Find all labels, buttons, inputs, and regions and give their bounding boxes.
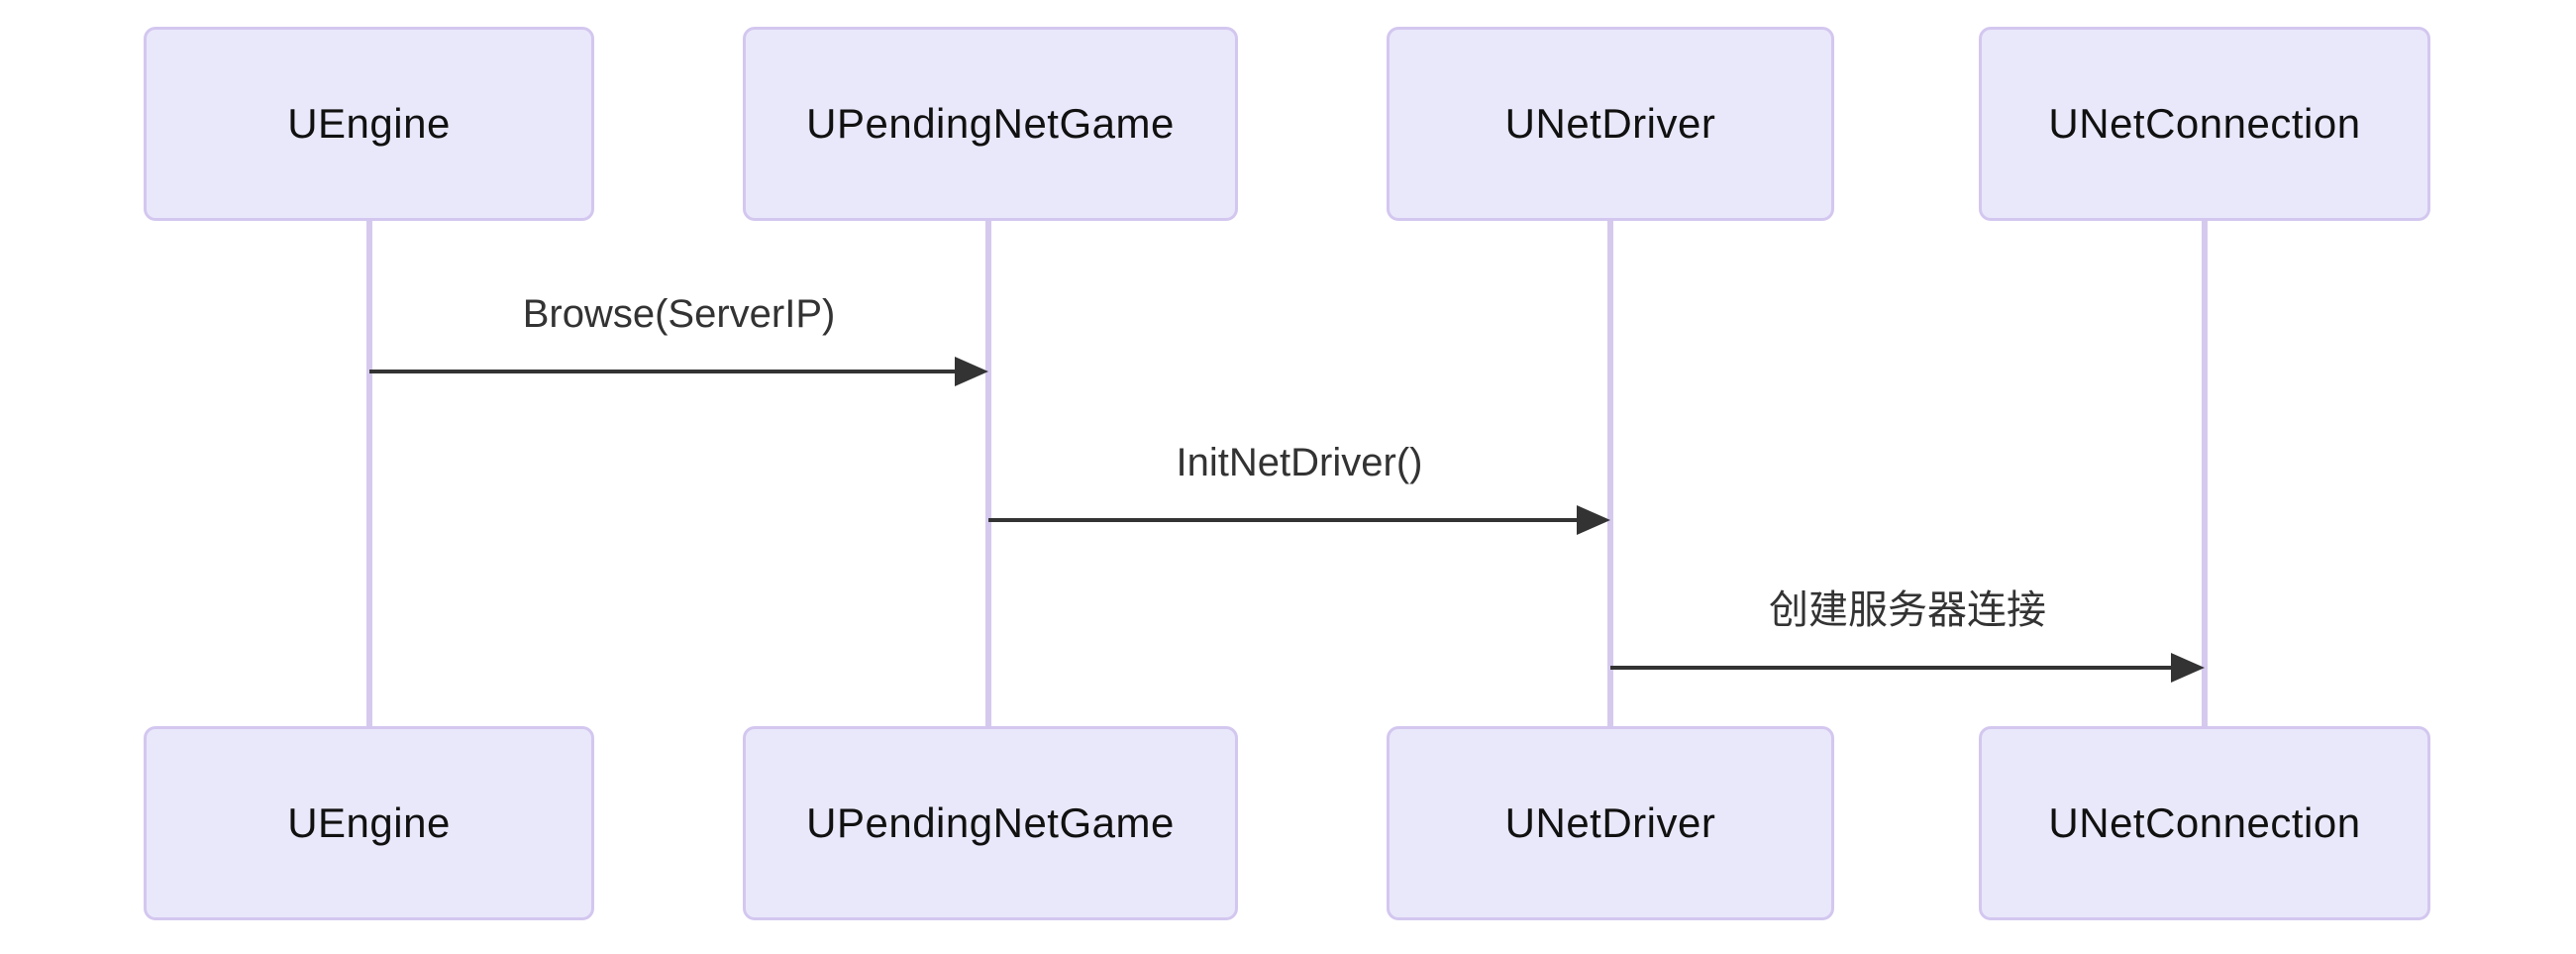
lifeline-unetdriver [1607,221,1613,726]
message-label-browse-serverip: Browse(ServerIP) [522,292,836,336]
message-arrow-create-server-connection [1610,653,2205,683]
arrow-shaft [988,518,1583,522]
actor-bottom-unetdriver: UNetDriver [1387,726,1834,920]
message-label-create-server-connection: 创建服务器连接 [1769,588,2046,632]
message-arrow-initnetdriver [988,505,1610,535]
actor-bottom-unetconnection: UNetConnection [1979,726,2430,920]
actor-top-unetconnection: UNetConnection [1979,27,2430,221]
arrowhead-icon [955,357,988,386]
actor-label: UPendingNetGame [806,799,1175,846]
actor-top-uengine: UEngine [144,27,594,221]
actor-label: UNetDriver [1504,100,1716,147]
actor-label: UNetConnection [2048,100,2361,147]
lifeline-unetconnection [2202,221,2208,726]
actor-label: UPendingNetGame [806,100,1175,147]
arrow-shaft [369,370,961,373]
actor-top-upendingnetgame: UPendingNetGame [743,27,1238,221]
lifeline-upendingnetgame [985,221,991,726]
actor-label: UEngine [287,799,451,846]
actor-label: UEngine [287,100,451,147]
arrow-shaft [1610,666,2177,670]
arrowhead-icon [1577,505,1610,535]
actor-top-unetdriver: UNetDriver [1387,27,1834,221]
message-arrow-browse-serverip [369,357,988,386]
actor-bottom-upendingnetgame: UPendingNetGame [743,726,1238,920]
lifeline-uengine [366,221,372,726]
actor-bottom-uengine: UEngine [144,726,594,920]
actor-label: UNetConnection [2048,799,2361,846]
message-label-initnetdriver: InitNetDriver() [1176,441,1423,484]
arrowhead-icon [2171,653,2205,683]
actor-label: UNetDriver [1504,799,1716,846]
